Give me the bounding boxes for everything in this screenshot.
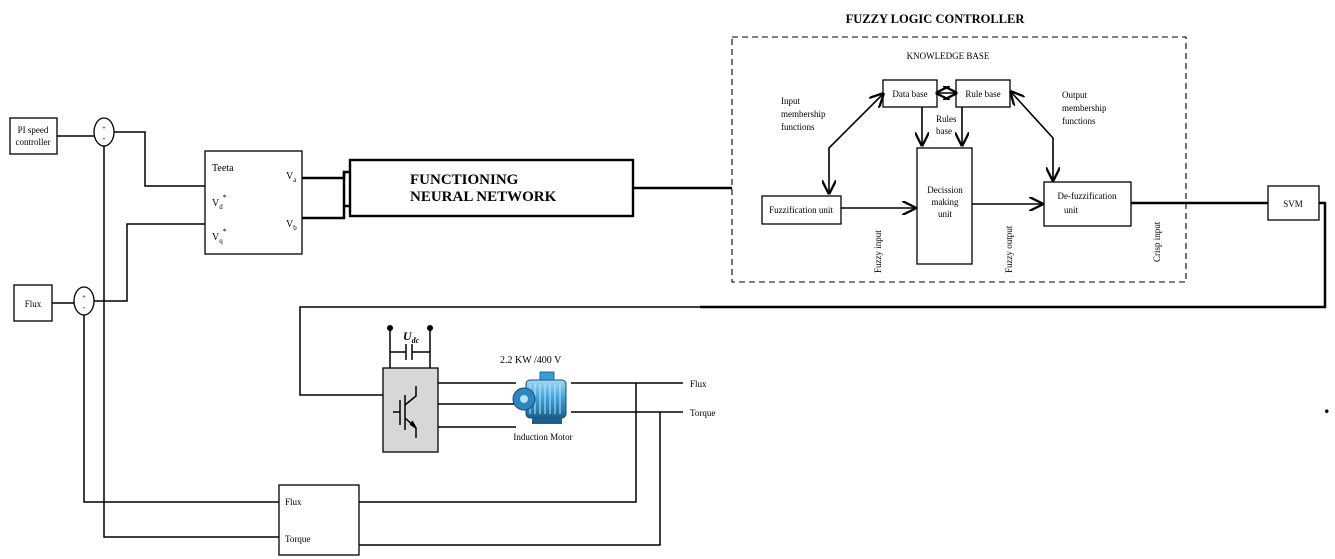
dc-terminal-positive bbox=[387, 325, 393, 331]
pi-speed-label-1: PI speed bbox=[18, 125, 49, 135]
fuzzification-unit-block bbox=[761, 195, 842, 225]
dc-link-capacitor bbox=[389, 330, 431, 368]
igbt-icon bbox=[393, 386, 417, 438]
output-mf-label-1: Output bbox=[1062, 90, 1088, 100]
flux-reference-label: Flux bbox=[25, 299, 42, 309]
fuzzy-input-label: Fuzzy input bbox=[873, 230, 883, 273]
rule-base-label: Rule base bbox=[965, 89, 1000, 99]
teeta-label: Teeta bbox=[212, 163, 234, 174]
sum2-minus: - bbox=[83, 303, 86, 312]
inverter-block bbox=[382, 367, 439, 453]
input-mf-label-1: Input bbox=[781, 96, 800, 106]
pi-speed-label-2: controller bbox=[16, 137, 51, 147]
vb-label: Vb bbox=[286, 219, 297, 232]
decision-label-2: making bbox=[932, 197, 959, 207]
dc-terminal-negative bbox=[427, 325, 433, 331]
input-mf-label-2: membership bbox=[781, 109, 826, 119]
nn-label-1: FUNCTIONING bbox=[410, 172, 519, 188]
sum2-plus: + bbox=[82, 293, 86, 301]
decision-label-1: Decission bbox=[927, 185, 963, 195]
decision-label-3: unit bbox=[938, 209, 953, 219]
udc-label: Udc bbox=[403, 329, 420, 345]
vq-label: Vq* bbox=[212, 227, 227, 245]
flux-output-label: Flux bbox=[690, 379, 707, 389]
sum1-plus: + bbox=[102, 124, 106, 132]
decision-making-block bbox=[916, 147, 973, 265]
output-mf-label-2: membership bbox=[1062, 103, 1107, 113]
induction-motor-icon bbox=[512, 370, 571, 428]
vd-label: Vd* bbox=[212, 193, 227, 211]
nn-label-2: NEURAL NETWORK bbox=[410, 189, 557, 205]
torque-output-label: Torque bbox=[690, 408, 715, 418]
fuzzification-label: Fuzzification unit bbox=[769, 205, 833, 215]
motor-rating-label: 2.2 KW /400 V bbox=[500, 355, 562, 366]
defuzz-label-2: unit bbox=[1064, 205, 1079, 215]
flux-reference-block bbox=[13, 284, 53, 322]
stray-dot: . bbox=[1324, 393, 1330, 418]
induction-motor-label: Induction Motor bbox=[513, 432, 572, 442]
output-mf-label-3: functions bbox=[1062, 116, 1096, 126]
svm-block bbox=[1267, 185, 1320, 221]
fuzzy-output-label: Fuzzy output bbox=[1004, 225, 1014, 273]
rules-base-label-1: Rules bbox=[936, 114, 957, 124]
crisp-input-label: Crisp input bbox=[1152, 221, 1162, 262]
flc-dashed-boundary bbox=[731, 36, 1187, 283]
flc-title: FUZZY LOGIC CONTROLLER bbox=[846, 12, 1026, 26]
defuzzification-unit-block bbox=[1043, 181, 1132, 227]
transformation-block bbox=[204, 150, 303, 255]
svm-label: SVM bbox=[1283, 199, 1303, 209]
neural-network-block bbox=[348, 158, 635, 218]
va-label: Va bbox=[286, 171, 297, 184]
sum1-minus: - bbox=[103, 134, 106, 143]
estimator-torque-label: Torque bbox=[285, 534, 310, 544]
pi-speed-controller-block bbox=[9, 117, 58, 155]
input-mf-label-3: functions bbox=[781, 122, 815, 132]
defuzz-label-1: De-fuzzification bbox=[1058, 191, 1117, 201]
data-base-label: Data base bbox=[892, 89, 927, 99]
estimator-flux-label: Flux bbox=[285, 497, 302, 507]
flux-torque-estimator-block bbox=[278, 484, 360, 556]
knowledge-base-label: KNOWLEDGE BASE bbox=[907, 51, 990, 61]
rules-base-label-2: base bbox=[936, 126, 952, 136]
